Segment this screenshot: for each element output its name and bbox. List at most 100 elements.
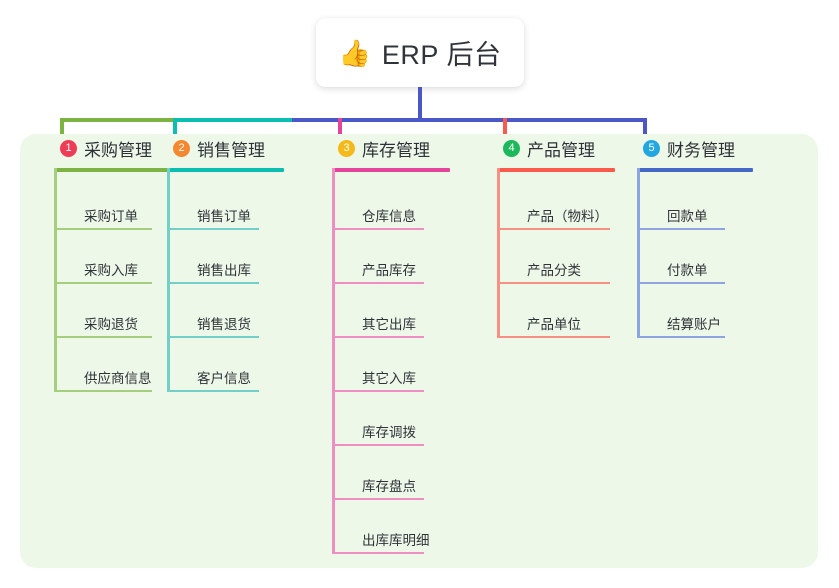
leaf-item-underline <box>497 336 610 338</box>
branches-panel: 1 采购管理采购订单采购入库采购退货供应商信息 2 销售管理销售订单销售出库销售退货客… <box>20 134 818 568</box>
leaf-item-underline <box>54 390 152 392</box>
leaf-item[interactable]: 采购订单 <box>54 192 152 230</box>
leaf-item-label: 供应商信息 <box>84 371 152 386</box>
leaf-item[interactable]: 其它出库 <box>332 300 424 338</box>
leaf-item-underline <box>497 282 610 284</box>
leaf-item[interactable]: 销售订单 <box>167 192 259 230</box>
leaf-item-label: 销售退货 <box>197 317 251 332</box>
branch-underline-1 <box>54 168 185 172</box>
branch-column-4: 4 产品管理产品（物料） 产品分类产品单位 <box>484 134 615 338</box>
leaf-item-underline <box>167 228 259 230</box>
leaf-item-label: 仓库信息 <box>362 209 416 224</box>
thumbs-up-icon: 👍 <box>338 37 371 68</box>
leaf-item-label: 采购订单 <box>84 209 138 224</box>
leaf-item-underline <box>332 390 424 392</box>
segment-green <box>60 118 175 122</box>
branch-badge-4: 4 <box>503 139 520 157</box>
page-title: ERP 后台 <box>381 40 502 70</box>
branch-header-2[interactable]: 2 销售管理 <box>154 134 265 162</box>
leaf-item-label: 产品分类 <box>527 263 581 278</box>
branch-title-3: 库存管理 <box>362 140 430 160</box>
leaf-item[interactable]: 产品分类 <box>497 246 610 284</box>
leaf-item[interactable]: 其它入库 <box>332 354 424 392</box>
leaf-item-label: 付款单 <box>667 263 708 278</box>
leaf-item[interactable]: 库存调拨 <box>332 408 424 446</box>
leaf-item-underline <box>497 228 610 230</box>
leaf-item-label: 产品（物料） <box>527 209 608 224</box>
branch-header-1[interactable]: 1 采购管理 <box>41 134 152 162</box>
leaf-item-underline <box>54 282 152 284</box>
branch-underline-5 <box>637 168 753 172</box>
leaf-item[interactable]: 供应商信息 <box>54 354 152 392</box>
leaf-item[interactable]: 产品单位 <box>497 300 610 338</box>
branch-column-3: 3 库存管理仓库信息产品库存其它出库其它入库库存调拨库存盘点出库库明细 <box>319 134 450 554</box>
branch-spine-2 <box>167 168 170 392</box>
leaf-item-underline <box>332 498 424 500</box>
leaf-item-label: 回款单 <box>667 209 708 224</box>
root-title-card[interactable]: 👍 ERP 后台 <box>316 18 524 87</box>
leaf-item-label: 库存调拨 <box>362 425 416 440</box>
leaf-item-label: 出库库明细 <box>362 533 430 548</box>
leaf-item-label: 其它入库 <box>362 371 416 386</box>
leaf-item-label: 产品单位 <box>527 317 581 332</box>
branch-title-1: 采购管理 <box>84 140 152 160</box>
leaf-item-underline <box>332 336 424 338</box>
leaf-item-label: 客户信息 <box>197 371 251 386</box>
leaf-item-underline <box>167 336 259 338</box>
leaf-item[interactable]: 回款单 <box>637 192 725 230</box>
branch-badge-1: 1 <box>60 139 77 157</box>
leaf-item[interactable]: 产品库存 <box>332 246 424 284</box>
leaf-item[interactable]: 库存盘点 <box>332 462 424 500</box>
leaf-item[interactable]: 客户信息 <box>167 354 259 392</box>
branch-title-4: 产品管理 <box>527 140 595 160</box>
branch-column-1: 1 采购管理采购订单采购入库采购退货供应商信息 <box>41 134 185 392</box>
leaf-item[interactable]: 结算账户 <box>637 300 725 338</box>
leaf-item-underline <box>332 444 424 446</box>
leaf-item[interactable]: 仓库信息 <box>332 192 424 230</box>
leaf-item[interactable]: 产品（物料） <box>497 192 610 230</box>
leaf-item-label: 销售出库 <box>197 263 251 278</box>
leaf-item-underline <box>54 336 152 338</box>
branch-title-5: 财务管理 <box>667 140 735 160</box>
branch-badge-2: 2 <box>173 139 190 157</box>
branch-spine-5 <box>637 168 640 338</box>
leaf-item[interactable]: 采购退货 <box>54 300 152 338</box>
branch-title-2: 销售管理 <box>197 140 265 160</box>
leaf-item-underline <box>637 282 725 284</box>
segment-teal <box>175 118 292 122</box>
branch-underline-4 <box>497 168 615 172</box>
leaf-item-label: 库存盘点 <box>362 479 416 494</box>
branch-column-5: 5 财务管理回款单付款单结算账户 <box>624 134 753 338</box>
segment-blue <box>292 118 646 122</box>
leaf-item[interactable]: 销售退货 <box>167 300 259 338</box>
branch-column-2: 2 销售管理销售订单销售出库销售退货客户信息 <box>154 134 284 392</box>
branch-underline-3 <box>332 168 450 172</box>
branch-header-5[interactable]: 5 财务管理 <box>624 134 735 162</box>
branch-spine-4 <box>497 168 500 338</box>
branch-spine-1 <box>54 168 57 392</box>
branch-underline-2 <box>167 168 284 172</box>
branch-badge-5: 5 <box>643 139 660 157</box>
leaf-item-underline <box>54 228 152 230</box>
leaf-item[interactable]: 出库库明细 <box>332 516 430 554</box>
leaf-item[interactable]: 付款单 <box>637 246 725 284</box>
leaf-item-underline <box>332 282 424 284</box>
leaf-item-underline <box>167 390 259 392</box>
leaf-item-label: 产品库存 <box>362 263 416 278</box>
leaf-item-label: 采购退货 <box>84 317 138 332</box>
leaf-item-label: 其它出库 <box>362 317 416 332</box>
leaf-item-label: 采购入库 <box>84 263 138 278</box>
branch-header-4[interactable]: 4 产品管理 <box>484 134 595 162</box>
leaf-item-underline <box>637 228 725 230</box>
leaf-item-underline <box>332 552 424 554</box>
branch-spine-3 <box>332 168 335 554</box>
leaf-item[interactable]: 采购入库 <box>54 246 152 284</box>
branch-header-3[interactable]: 3 库存管理 <box>319 134 430 162</box>
leaf-item-label: 结算账户 <box>667 317 721 332</box>
leaf-item-label: 销售订单 <box>197 209 251 224</box>
root-connector-stem <box>418 87 422 120</box>
branch-badge-3: 3 <box>338 139 355 157</box>
leaf-item[interactable]: 销售出库 <box>167 246 259 284</box>
leaf-item-underline <box>332 228 424 230</box>
